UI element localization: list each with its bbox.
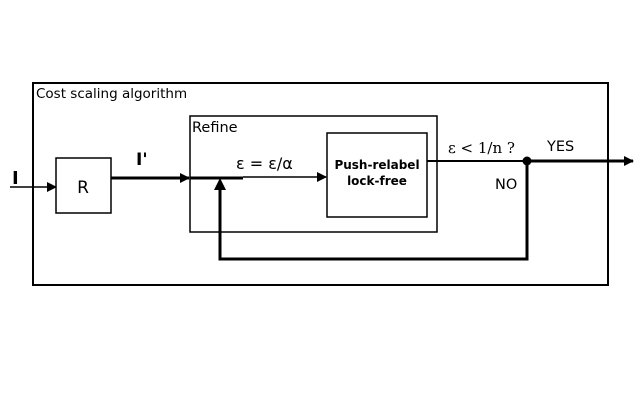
- input-label: I: [12, 168, 19, 189]
- push-relabel-block: [326, 132, 428, 218]
- r-block-label: R: [77, 178, 89, 198]
- refine-box-label: Refine: [192, 120, 238, 136]
- outer-box: [32, 82, 609, 286]
- push-relabel-line2: lock-free: [347, 174, 407, 188]
- condition-label: ε < 1/n ?: [448, 139, 515, 157]
- update-label: ε = ε/α: [236, 154, 293, 173]
- feedback-arrowhead: [214, 178, 226, 190]
- no-label: NO: [495, 177, 517, 193]
- intermediate-label: I': [136, 150, 148, 170]
- outer-box-label: Cost scaling algorithm: [36, 86, 187, 102]
- r-block: [55, 157, 112, 214]
- no-feedback-loop: [218, 161, 529, 261]
- push-relabel-line1: Push-relabel: [334, 158, 419, 172]
- yes-label: YES: [546, 139, 574, 155]
- refine-box: [189, 115, 438, 233]
